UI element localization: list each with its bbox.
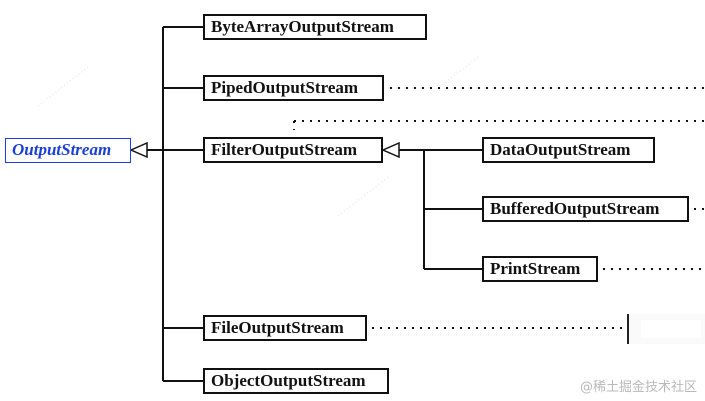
watermark-credit: @稀土掘金技术社区	[579, 380, 697, 395]
class-box-print: PrintStream	[482, 256, 598, 282]
class-box-filter: FilterOutputStream	[203, 137, 383, 163]
class-box-data: DataOutputStream	[482, 137, 655, 163]
class-box-file: FileOutputStream	[203, 315, 367, 341]
root-inheritance-arrow	[129, 141, 148, 159]
class-box-piped: PipedOutputStream	[203, 75, 384, 101]
class-box-buffered: BufferedOutputStream	[482, 196, 689, 222]
root-class-box: OutputStream	[5, 138, 131, 163]
class-box-object: ObjectOutputStream	[203, 368, 389, 394]
clipped-box-fragment	[627, 314, 705, 344]
filter-inheritance-arrow	[381, 141, 400, 159]
class-box-byte-array: ByteArrayOutputStream	[203, 14, 427, 40]
clipped-box-inner	[641, 320, 701, 338]
